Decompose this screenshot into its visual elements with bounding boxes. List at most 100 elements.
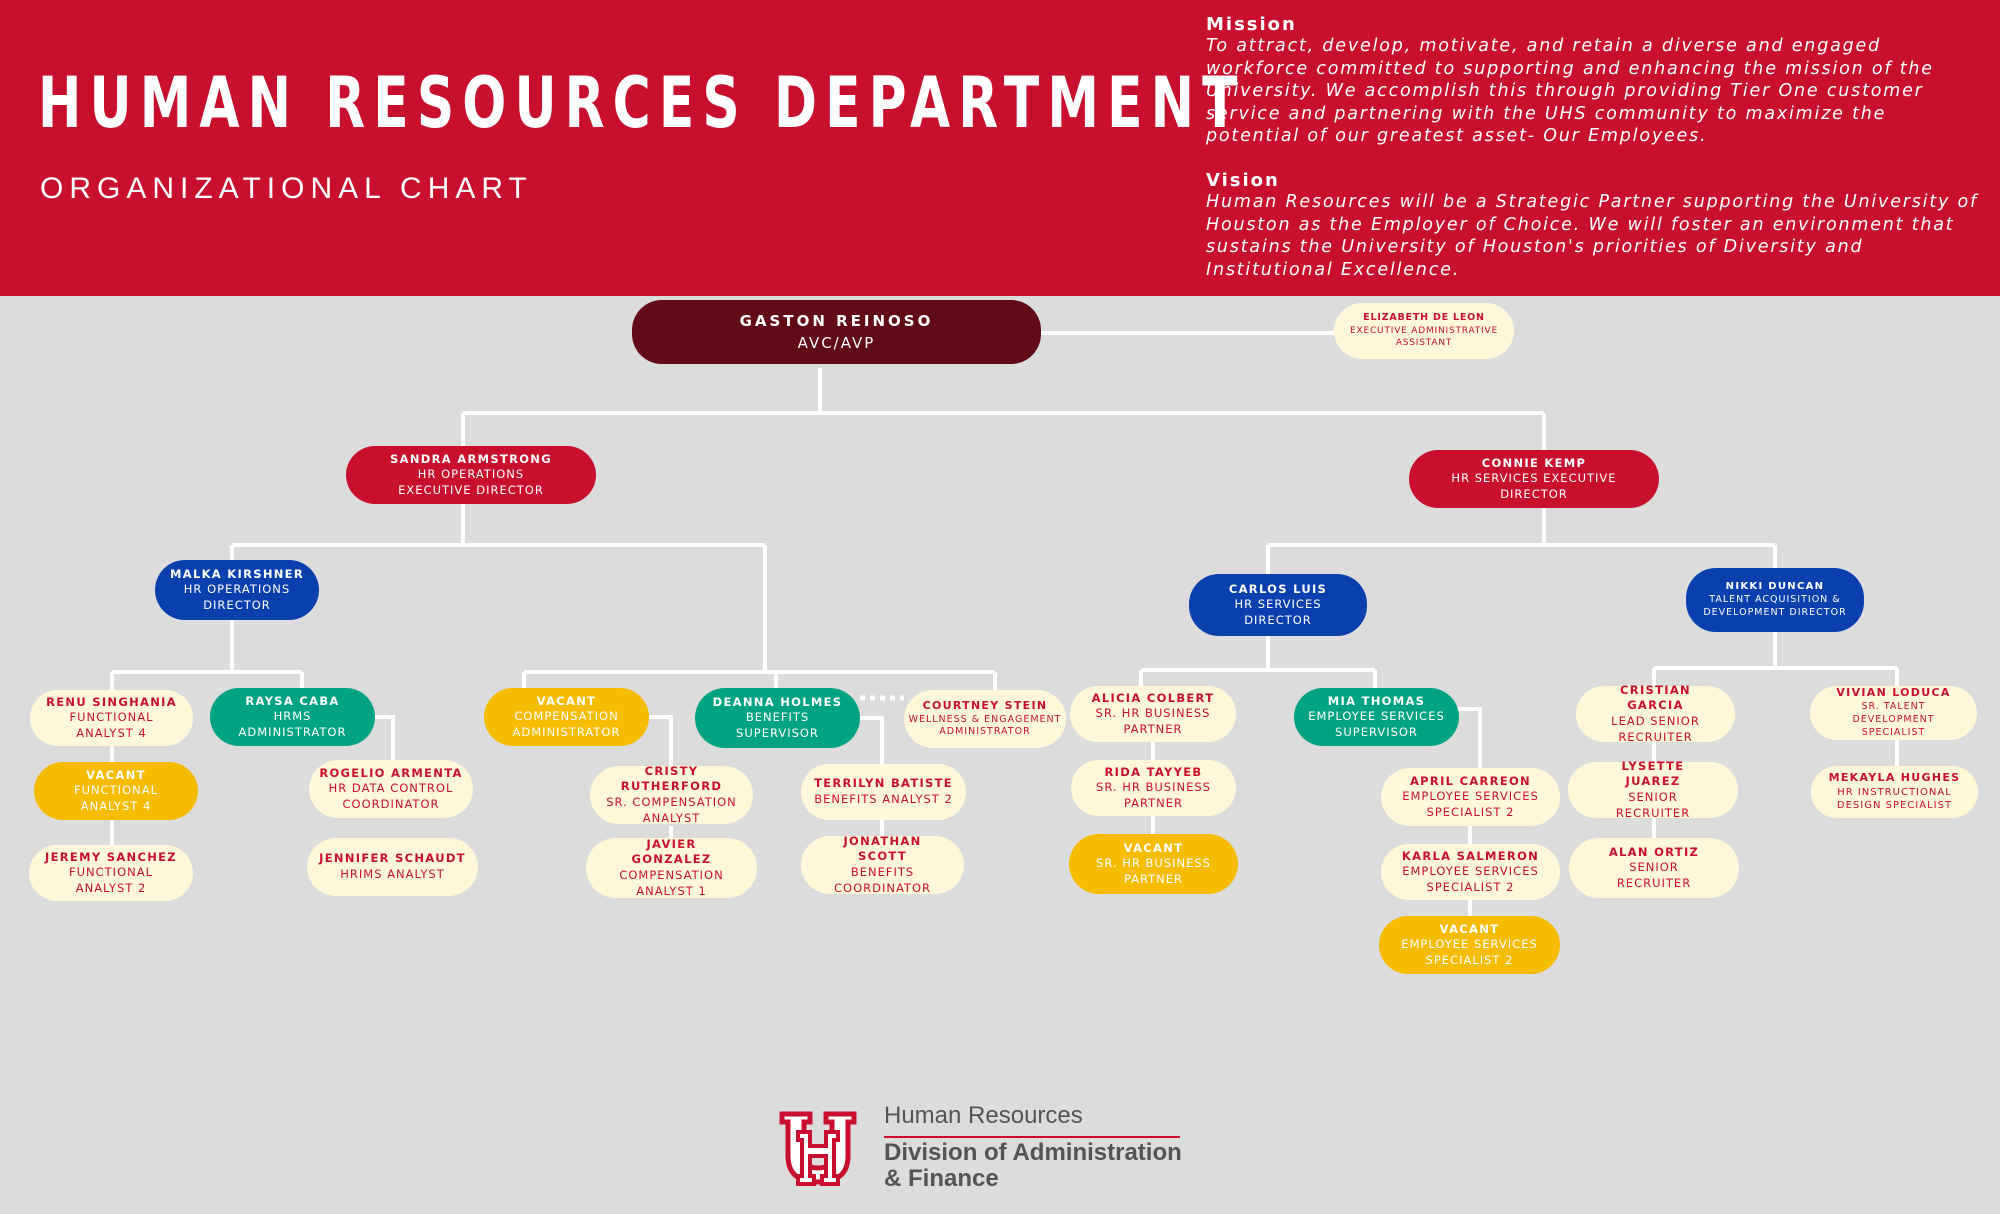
- node-name: NIKKI DUNCAN: [1725, 581, 1825, 593]
- logo-division-text: Division of Administration & Finance: [884, 1140, 1182, 1192]
- mission-heading: Mission: [1206, 14, 1297, 35]
- node-role: EMPLOYEE SERVICES SPECIALIST 2: [1402, 864, 1539, 894]
- node-name: SANDRA ARMSTRONG: [390, 451, 552, 466]
- node-role: TALENT ACQUISITION & DEVELOPMENT DIRECTO…: [1703, 593, 1847, 618]
- connector-connie-branch: [1266, 508, 1777, 574]
- node-name: RAYSA CABA: [245, 693, 340, 708]
- node-role: HR DATA CONTROL COORDINATOR: [328, 781, 454, 811]
- node-name: GASTON REINOSO: [739, 311, 934, 330]
- vision-text: Human Resources will be a Strategic Part…: [1206, 192, 1978, 280]
- node-role: SR. HR BUSINESS PARTNER: [1095, 706, 1211, 736]
- mission-block: Mission To attract, develop, motivate, a…: [1206, 14, 1986, 148]
- node-name: VACANT: [86, 767, 146, 782]
- node-name: CONNIE KEMP: [1481, 455, 1587, 470]
- node-name: COURTNEY STEIN: [922, 698, 1048, 712]
- node-role: BENEFITS ANALYST 2: [814, 792, 953, 806]
- node-connie-kemp: CONNIE KEMP HR SERVICES EXECUTIVE DIRECT…: [1409, 450, 1659, 508]
- uh-logo-icon: [779, 1111, 857, 1186]
- node-role: HR OPERATIONS EXECUTIVE DIRECTOR: [398, 467, 544, 497]
- node-terrilyn-batiste: TERRILYN BATISTE BENEFITS ANALYST 2: [801, 764, 966, 820]
- node-name: JENNIFER SCHAUDT: [319, 851, 466, 866]
- node-malka-kirshner: MALKA KIRSHNER HR OPERATIONS DIRECTOR: [155, 560, 319, 620]
- node-name: CRISTY RUTHERFORD: [620, 763, 723, 794]
- node-role: COMPENSATION ADMINISTRATOR: [512, 709, 621, 739]
- node-role: COMPENSATION ANALYST 1: [619, 868, 724, 898]
- node-role: EXECUTIVE ADMINISTRATIVE ASSISTANT: [1350, 326, 1498, 349]
- logo-line-1: Human Resources: [884, 1102, 1083, 1129]
- connector-top-to-executives: [461, 368, 1546, 450]
- node-role: SR. COMPENSATION ANALYST: [606, 795, 737, 825]
- node-rogelio-armenta: ROGELIO ARMENTA HR DATA CONTROL COORDINA…: [309, 760, 473, 818]
- node-role: AVC/AVP: [797, 334, 876, 352]
- node-vacant-employee-services-specialist: VACANT EMPLOYEE SERVICES SPECIALIST 2: [1379, 916, 1560, 974]
- node-role: WELLNESS & ENGAGEMENT ADMINISTRATOR: [908, 713, 1062, 738]
- node-vacant-functional-analyst-4: VACANT FUNCTIONAL ANALYST 4: [34, 762, 198, 820]
- node-mia-thomas: MIA THOMAS EMPLOYEE SERVICES SUPERVISOR: [1294, 688, 1459, 746]
- node-jonathan-scott: JONATHAN SCOTT BENEFITS COORDINATOR: [801, 833, 964, 895]
- node-gaston-reinoso: GASTON REINOSO AVC/AVP: [632, 300, 1041, 364]
- node-name: TERRILYN BATISTE: [814, 776, 953, 791]
- node-name: MALKA KIRSHNER: [170, 566, 304, 581]
- connector-deanna-team: [860, 716, 884, 836]
- logo-divider: [884, 1136, 1180, 1138]
- node-name: MIA THOMAS: [1327, 693, 1426, 708]
- node-name: LYSETTE JUAREZ: [1621, 758, 1685, 789]
- node-elizabeth-de-leon: ELIZABETH DE LEON EXECUTIVE ADMINISTRATI…: [1334, 303, 1514, 359]
- node-jennifer-schaudt: JENNIFER SCHAUDT HRIMS ANALYST: [307, 838, 478, 896]
- page-title: HUMAN RESOURCES DEPARTMENT: [38, 62, 1246, 144]
- connector-comp-benefits-bar: [522, 670, 997, 690]
- node-role: EMPLOYEE SERVICES SPECIALIST 2: [1402, 789, 1539, 819]
- node-role: SR. HR BUSINESS PARTNER: [1096, 780, 1211, 810]
- node-name: APRIL CARREON: [1409, 773, 1531, 788]
- node-name: DEANNA HOLMES: [712, 694, 843, 709]
- node-april-carreon: APRIL CARREON EMPLOYEE SERVICES SPECIALI…: [1381, 768, 1560, 826]
- node-role: HR INSTRUCTIONAL DESIGN SPECIALIST: [1836, 786, 1953, 812]
- node-role: SENIOR RECRUITER: [1615, 790, 1691, 820]
- node-role: SR. TALENT DEVELOPMENT SPECIALIST: [1852, 701, 1935, 738]
- node-role: HR SERVICES EXECUTIVE DIRECTOR: [1451, 471, 1617, 501]
- node-mekayla-hughes: MEKAYLA HUGHES HR INSTRUCTIONAL DESIGN S…: [1811, 766, 1978, 818]
- node-cristy-rutherford: CRISTY RUTHERFORD SR. COMPENSATION ANALY…: [590, 763, 753, 825]
- node-name: JONATHAN SCOTT: [843, 833, 922, 864]
- node-role: EMPLOYEE SERVICES SUPERVISOR: [1308, 709, 1445, 739]
- node-alan-ortiz: ALAN ORTIZ SENIOR RECRUITER: [1569, 838, 1739, 898]
- node-name: VACANT: [1439, 921, 1500, 936]
- node-renu-singhania: RENU SINGHANIA FUNCTIONAL ANALYST 4: [30, 690, 193, 746]
- header-banner: HUMAN RESOURCES DEPARTMENT ORGANIZATIONA…: [0, 0, 2000, 296]
- connector-vacant-comp-team: [646, 715, 673, 840]
- connector-sandra-branch: [230, 504, 767, 672]
- node-lysette-juarez: LYSETTE JUAREZ SENIOR RECRUITER: [1568, 758, 1738, 820]
- node-sandra-armstrong: SANDRA ARMSTRONG HR OPERATIONS EXECUTIVE…: [346, 446, 596, 504]
- node-role: SENIOR RECRUITER: [1616, 860, 1692, 890]
- node-rida-tayyeb: RIDA TAYYEB SR. HR BUSINESS PARTNER: [1071, 760, 1236, 816]
- node-jeremy-sanchez: JEREMY SANCHEZ FUNCTIONAL ANALYST 2: [29, 845, 193, 901]
- connector-nikki-team: [1652, 632, 1899, 688]
- node-role: FUNCTIONAL ANALYST 2: [68, 865, 153, 895]
- node-deanna-holmes: DEANNA HOLMES BENEFITS SUPERVISOR: [695, 688, 860, 748]
- node-name: CARLOS LUIS: [1228, 581, 1328, 596]
- node-role: BENEFITS SUPERVISOR: [736, 710, 819, 740]
- node-role: BENEFITS COORDINATOR: [833, 865, 931, 895]
- node-name: RIDA TAYYEB: [1104, 764, 1203, 779]
- node-role: HR SERVICES DIRECTOR: [1234, 597, 1322, 627]
- node-carlos-luis: CARLOS LUIS HR SERVICES DIRECTOR: [1189, 574, 1367, 636]
- vision-block: Vision Human Resources will be a Strateg…: [1206, 170, 1986, 281]
- node-alicia-colbert: ALICIA COLBERT SR. HR BUSINESS PARTNER: [1070, 686, 1236, 742]
- node-role: HRIMS ANALYST: [340, 867, 445, 881]
- node-name: JAVIER GONZALEZ: [631, 836, 712, 867]
- connector-carlos-team: [1139, 636, 1377, 688]
- vision-heading: Vision: [1206, 170, 1280, 191]
- node-name: VACANT: [1123, 840, 1184, 855]
- node-name: RENU SINGHANIA: [46, 694, 177, 709]
- logo-line-2: Division of Administration: [884, 1139, 1182, 1166]
- node-cristian-garcia: CRISTIAN GARCIA LEAD SENIOR RECRUITER: [1576, 683, 1735, 744]
- node-name: VACANT: [536, 693, 597, 708]
- node-javier-gonzalez: JAVIER GONZALEZ COMPENSATION ANALYST 1: [586, 836, 757, 898]
- mission-text: To attract, develop, motivate, and retai…: [1206, 36, 1934, 146]
- node-name: ALICIA COLBERT: [1091, 690, 1215, 705]
- page-subtitle: ORGANIZATIONAL CHART: [40, 172, 533, 205]
- node-name: ROGELIO ARMENTA: [319, 765, 463, 780]
- node-name: ALAN ORTIZ: [1608, 844, 1700, 859]
- node-role: LEAD SENIOR RECRUITER: [1611, 714, 1700, 744]
